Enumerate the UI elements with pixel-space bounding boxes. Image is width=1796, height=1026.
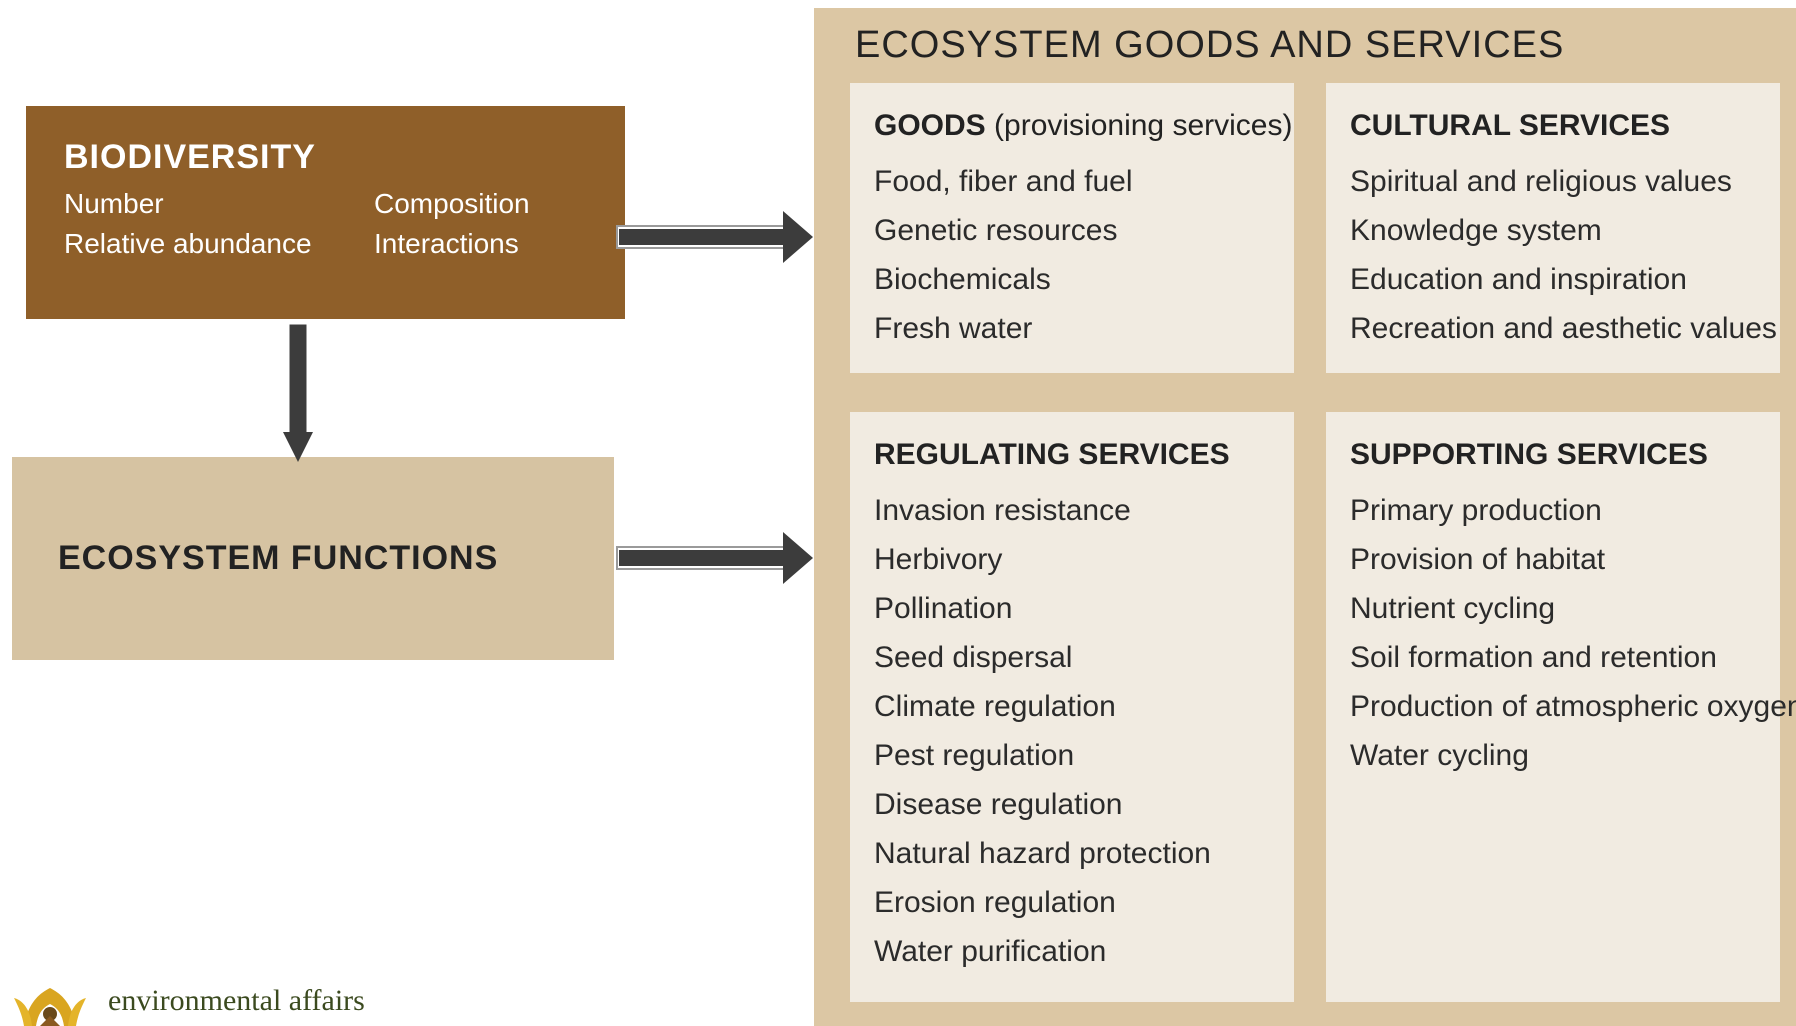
goods-card: GOODS (provisioning services) Food, fibe… xyxy=(850,83,1294,373)
ecosystem-functions-title: ECOSYSTEM FUNCTIONS xyxy=(58,539,499,577)
supporting-services-card: SUPPORTING SERVICES Primary production P… xyxy=(1326,412,1796,1002)
list-item: Nutrient cycling xyxy=(1350,592,1556,625)
list-item: Climate regulation xyxy=(874,690,1116,723)
goods-subheading: (provisioning services) xyxy=(994,109,1293,142)
list-item: Provision of habitat xyxy=(1350,543,1606,576)
regulating-services-heading: REGULATING SERVICES xyxy=(874,438,1230,471)
list-item: Disease regulation xyxy=(874,788,1123,821)
list-item: Recreation and aesthetic values xyxy=(1350,312,1777,345)
list-item: Soil formation and retention xyxy=(1350,641,1717,674)
ecosystem-functions-box: ECOSYSTEM FUNCTIONS xyxy=(12,457,614,660)
biodiversity-attribute: Number xyxy=(64,188,164,219)
list-item: Production of atmospheric oxygen xyxy=(1350,690,1796,723)
list-item: Pest regulation xyxy=(874,739,1075,772)
goods-heading-main: GOODS xyxy=(874,109,986,142)
list-item: Fresh water xyxy=(874,312,1033,345)
biodiversity-attribute: Composition xyxy=(374,188,530,219)
list-item: Primary production xyxy=(1350,494,1602,527)
biodiversity-box: BIODIVERSITY Number Composition Relative… xyxy=(26,106,625,319)
list-item: Spiritual and religious values xyxy=(1350,165,1732,198)
biodiversity-title: BIODIVERSITY xyxy=(64,138,316,176)
biodiversity-attribute: Interactions xyxy=(374,228,519,259)
list-item: Seed dispersal xyxy=(874,641,1073,674)
list-item: Pollination xyxy=(874,592,1013,625)
environmental-affairs-logo: environmental affairs xyxy=(0,984,380,1026)
list-item: Water cycling xyxy=(1350,739,1529,772)
goods-and-services-title: ECOSYSTEM GOODS AND SERVICES xyxy=(855,24,1565,66)
coat-of-arms-icon xyxy=(14,988,86,1026)
list-item: Biochemicals xyxy=(874,263,1051,296)
cultural-services-heading: CULTURAL SERVICES xyxy=(1350,109,1671,142)
list-item: Invasion resistance xyxy=(874,494,1131,527)
list-item: Water purification xyxy=(874,935,1107,968)
arrow-biodiversity-to-services xyxy=(616,211,813,263)
list-item: Herbivory xyxy=(874,543,1003,576)
list-item: Genetic resources xyxy=(874,214,1118,247)
list-item: Knowledge system xyxy=(1350,214,1602,247)
goods-heading: GOODS (provisioning services) xyxy=(874,109,1294,143)
regulating-services-card: REGULATING SERVICES Invasion resistance … xyxy=(850,412,1294,1002)
supporting-services-heading: SUPPORTING SERVICES xyxy=(1350,438,1708,471)
list-item: Food, fiber and fuel xyxy=(874,165,1133,198)
list-item: Natural hazard protection xyxy=(874,837,1211,870)
arrow-functions-to-services xyxy=(616,532,813,584)
biodiversity-attributes: Number Composition Relative abundance In… xyxy=(64,190,625,258)
biodiversity-attribute: Relative abundance xyxy=(64,228,312,259)
arrow-biodiversity-to-functions xyxy=(283,324,313,462)
logo-text: environmental affairs xyxy=(108,984,365,1017)
cultural-services-card: CULTURAL SERVICES Spiritual and religiou… xyxy=(1326,83,1780,373)
list-item: Education and inspiration xyxy=(1350,263,1687,296)
list-item: Erosion regulation xyxy=(874,886,1116,919)
